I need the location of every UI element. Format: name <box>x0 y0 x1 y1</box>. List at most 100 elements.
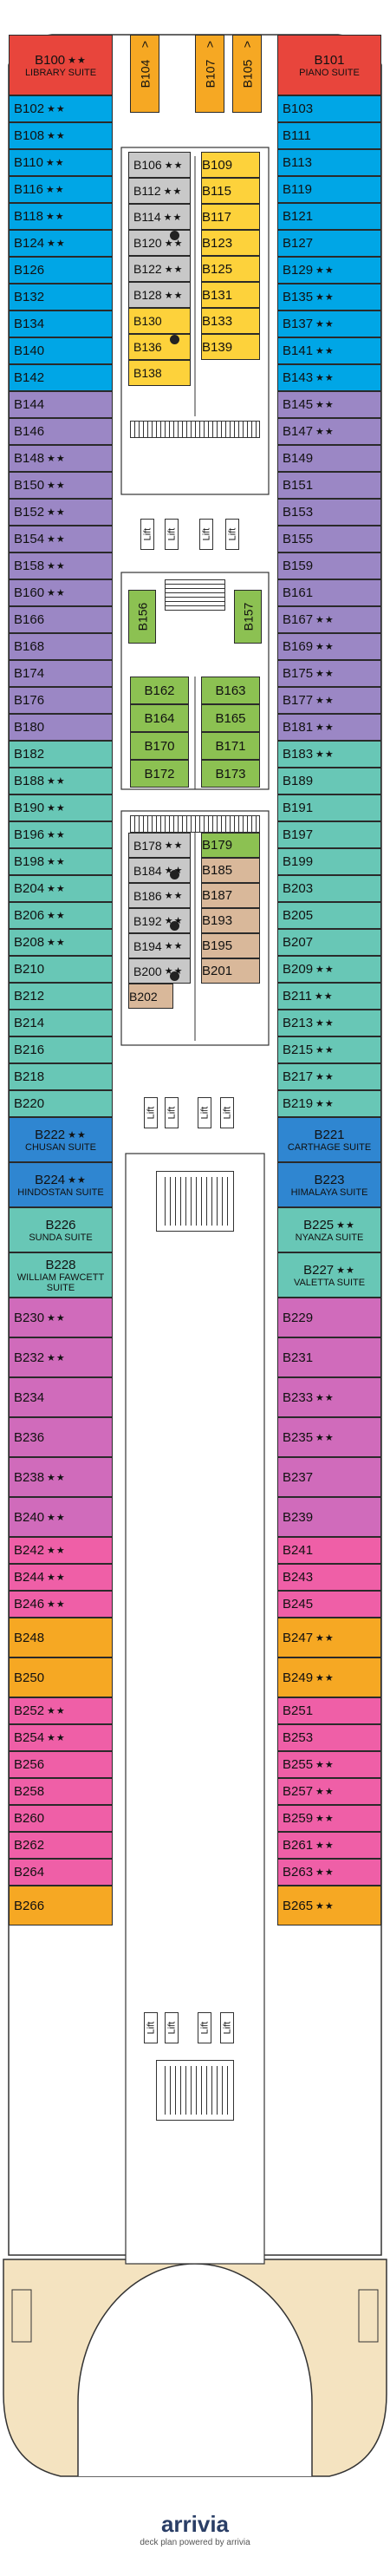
cabin-b148[interactable]: B148★★ <box>9 445 113 472</box>
cabin-b135[interactable]: B135★★ <box>277 284 381 311</box>
cabin-b180[interactable]: B180 <box>9 714 113 741</box>
cabin-b208[interactable]: B208★★ <box>9 929 113 956</box>
cabin-b237[interactable]: B237 <box>277 1457 381 1497</box>
cabin-b120[interactable]: B120★★ <box>128 230 191 256</box>
cabin-b100[interactable]: B100★★LIBRARY SUITE <box>9 35 113 95</box>
cabin-b199[interactable]: B199 <box>277 848 381 875</box>
cabin-b258[interactable]: B258 <box>9 1778 113 1805</box>
cabin-b176[interactable]: B176 <box>9 687 113 714</box>
cabin-b210[interactable]: B210 <box>9 956 113 983</box>
cabin-b132[interactable]: B132 <box>9 284 113 311</box>
cabin-b202[interactable]: B202 <box>128 984 173 1009</box>
cabin-b131[interactable]: B131 <box>201 282 260 308</box>
cabin-b250[interactable]: B250 <box>9 1657 113 1697</box>
cabin-b123[interactable]: B123 <box>201 230 260 256</box>
cabin-b188[interactable]: B188★★ <box>9 768 113 794</box>
cabin-b182[interactable]: B182 <box>9 741 113 768</box>
cabin-b149[interactable]: B149 <box>277 445 381 472</box>
cabin-b190[interactable]: B190★★ <box>9 794 113 821</box>
cabin-b113[interactable]: B113 <box>277 149 381 176</box>
cabin-b239[interactable]: B239 <box>277 1497 381 1537</box>
cabin-b252[interactable]: B252★★ <box>9 1697 113 1724</box>
cabin-b192[interactable]: B192★★ <box>128 908 191 933</box>
cabin-b262[interactable]: B262 <box>9 1832 113 1859</box>
cabin-b218[interactable]: B218 <box>9 1063 113 1090</box>
cabin-b114[interactable]: B114★★ <box>128 204 191 230</box>
cabin-b157[interactable]: B157 <box>234 590 262 644</box>
cabin-b110[interactable]: B110★★ <box>9 149 113 176</box>
cabin-b265[interactable]: B265★★ <box>277 1886 381 1925</box>
cabin-b238[interactable]: B238★★ <box>9 1457 113 1497</box>
cabin-b244[interactable]: B244★★ <box>9 1564 113 1591</box>
cabin-b216[interactable]: B216 <box>9 1036 113 1063</box>
cabin-b211[interactable]: B211★★ <box>277 983 381 1010</box>
cabin-b174[interactable]: B174 <box>9 660 113 687</box>
cabin-b128[interactable]: B128★★ <box>128 282 191 308</box>
cabin-b181[interactable]: B181★★ <box>277 714 381 741</box>
cabin-b220[interactable]: B220 <box>9 1090 113 1117</box>
cabin-b175[interactable]: B175★★ <box>277 660 381 687</box>
cabin-b193[interactable]: B193 <box>201 908 260 933</box>
cabin-b255[interactable]: B255★★ <box>277 1751 381 1778</box>
cabin-b126[interactable]: B126 <box>9 257 113 284</box>
cabin-b249[interactable]: B249★★ <box>277 1657 381 1697</box>
cabin-b119[interactable]: B119 <box>277 176 381 203</box>
cabin-b173[interactable]: B173 <box>201 760 260 788</box>
cabin-b219[interactable]: B219★★ <box>277 1090 381 1117</box>
cabin-b162[interactable]: B162 <box>130 677 189 704</box>
cabin-b118[interactable]: B118★★ <box>9 203 113 230</box>
cabin-b224[interactable]: B224★★HINDOSTAN SUITE <box>9 1162 113 1207</box>
cabin-b189[interactable]: B189 <box>277 768 381 794</box>
cabin-b184[interactable]: B184★★ <box>128 858 191 883</box>
cabin-b168[interactable]: B168 <box>9 633 113 660</box>
cabin-b165[interactable]: B165 <box>201 704 260 732</box>
cabin-b198[interactable]: B198★★ <box>9 848 113 875</box>
cabin-b155[interactable]: B155 <box>277 526 381 552</box>
cabin-b254[interactable]: B254★★ <box>9 1724 113 1751</box>
cabin-b248[interactable]: B248 <box>9 1618 113 1657</box>
cabin-b117[interactable]: B117 <box>201 204 260 230</box>
cabin-b215[interactable]: B215★★ <box>277 1036 381 1063</box>
cabin-b111[interactable]: B111 <box>277 122 381 149</box>
cabin-b261[interactable]: B261★★ <box>277 1832 381 1859</box>
cabin-b136[interactable]: B136 <box>128 334 191 360</box>
cabin-b204[interactable]: B204★★ <box>9 875 113 902</box>
cabin-b195[interactable]: B195 <box>201 933 260 958</box>
cabin-b166[interactable]: B166 <box>9 606 113 633</box>
cabin-b236[interactable]: B236 <box>9 1417 113 1457</box>
cabin-b256[interactable]: B256 <box>9 1751 113 1778</box>
cabin-b201[interactable]: B201 <box>201 958 260 984</box>
cabin-b197[interactable]: B197 <box>277 821 381 848</box>
cabin-b172[interactable]: B172 <box>130 760 189 788</box>
cabin-b158[interactable]: B158★★ <box>9 552 113 579</box>
cabin-b164[interactable]: B164 <box>130 704 189 732</box>
cabin-b183[interactable]: B183★★ <box>277 741 381 768</box>
cabin-b229[interactable]: B229 <box>277 1298 381 1337</box>
cabin-b124[interactable]: B124★★ <box>9 230 113 257</box>
cabin-b121[interactable]: B121 <box>277 203 381 230</box>
cabin-b260[interactable]: B260 <box>9 1805 113 1832</box>
cabin-b235[interactable]: B235★★ <box>277 1417 381 1457</box>
cabin-b231[interactable]: B231 <box>277 1337 381 1377</box>
cabin-b112[interactable]: B112★★ <box>128 178 191 204</box>
cabin-b109[interactable]: B109 <box>201 152 260 178</box>
cabin-b170[interactable]: B170 <box>130 732 189 760</box>
cabin-b115[interactable]: B115 <box>201 178 260 204</box>
cabin-b247[interactable]: B247★★ <box>277 1618 381 1657</box>
cabin-b209[interactable]: B209★★ <box>277 956 381 983</box>
cabin-b144[interactable]: B144 <box>9 391 113 418</box>
cabin-b154[interactable]: B154★★ <box>9 526 113 552</box>
cabin-b234[interactable]: B234 <box>9 1377 113 1417</box>
cabin-b213[interactable]: B213★★ <box>277 1010 381 1036</box>
cabin-b161[interactable]: B161 <box>277 579 381 606</box>
cabin-b160[interactable]: B160★★ <box>9 579 113 606</box>
cabin-b141[interactable]: B141★★ <box>277 337 381 364</box>
cabin-b169[interactable]: B169★★ <box>277 633 381 660</box>
cabin-b212[interactable]: B212 <box>9 983 113 1010</box>
cabin-b142[interactable]: B142 <box>9 364 113 391</box>
cabin-b177[interactable]: B177★★ <box>277 687 381 714</box>
